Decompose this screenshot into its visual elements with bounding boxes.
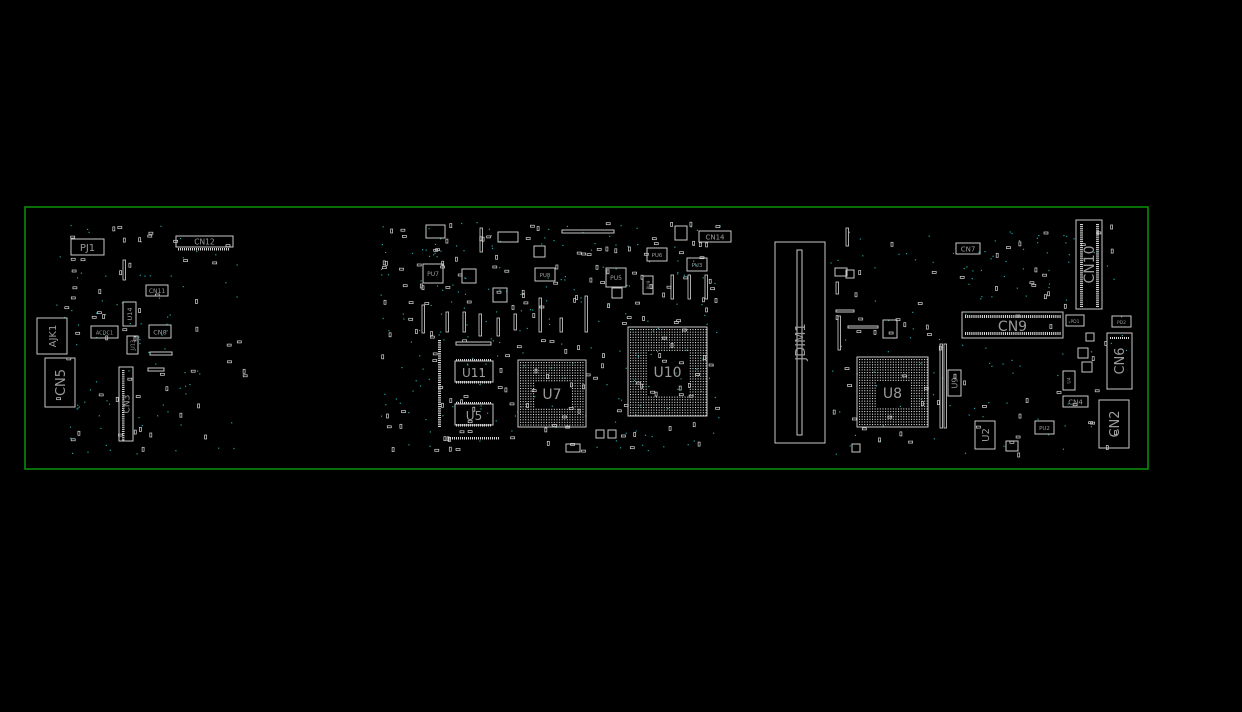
label-jdim1: JDIM1 [794,323,809,361]
component-cn10[interactable]: CN10 [1075,219,1103,310]
label-u11: U11 [462,366,486,380]
label-pu6: PU6 [652,253,663,259]
label-cn4: CN4 [1068,399,1083,407]
label-cn7: CN7 [961,246,976,254]
component-cn14[interactable]: CN14 [698,230,732,243]
component-u5[interactable]: U5 [454,403,494,426]
label-pu3: PU3 [692,263,703,269]
component-u10[interactable]: U10 [627,326,708,417]
label-pu9: PU9 [646,280,652,289]
label-cn6: CN6 [1113,347,1128,374]
component-ajk1[interactable]: AJK1 [36,317,68,355]
component-pu9[interactable]: PU9 [642,275,654,295]
component-pu5[interactable]: PU5 [605,267,627,288]
component-pu7[interactable]: PU7 [422,263,444,284]
component-pd2[interactable]: PD2 [1111,315,1132,328]
component-cn4[interactable]: CN4 [1062,395,1089,408]
component-u9[interactable]: U9 [947,369,962,397]
component-jdim1[interactable]: JDIM1 [774,241,826,444]
label-u13: U13 [131,340,137,350]
misc-silkscreen [147,224,1095,453]
component-cn5[interactable]: CN5 [44,357,76,408]
label-pj1: PJ1 [80,243,95,254]
component-pu3[interactable]: PU3 [686,257,708,272]
label-cn14: CN14 [705,234,725,242]
label-cn5: CN5 [54,369,69,396]
label-pu7: PU7 [427,271,439,278]
label-cn2: CN2 [1108,410,1123,437]
component-pj1[interactable]: PJ1 [70,238,105,256]
component-cn8[interactable]: CN8 [148,324,172,339]
component-cn2[interactable]: CN2 [1098,399,1130,449]
label-u8: U8 [883,386,902,402]
label-pu8: PU8 [540,273,551,279]
component-cn7[interactable]: CN7 [955,242,981,255]
component-acdc1[interactable]: ACDC1 [90,325,119,339]
label-u14: U14 [126,307,134,320]
label-cn10: CN10 [1082,245,1098,283]
label-pd2: PD2 [1117,320,1126,326]
label-pu5: PU5 [610,275,622,282]
component-u4[interactable]: U4 [1062,370,1076,391]
label-cn9: CN9 [998,319,1027,335]
label-u7: U7 [542,387,561,403]
component-pu6[interactable]: PU6 [646,247,668,262]
component-u7[interactable]: U7 [517,359,587,428]
label-acdc1: ACDC1 [96,331,113,337]
label-cn11: CN11 [149,288,165,295]
label-u4: U4 [1067,377,1073,383]
component-u8[interactable]: U8 [856,356,929,428]
component-pu2[interactable]: PU2 [1034,420,1055,435]
label-u5: U5 [466,409,482,423]
component-cn11[interactable]: CN11 [145,284,169,297]
component-cn6[interactable]: CN6 [1106,332,1133,390]
label-pd1: PD1 [1070,319,1079,325]
bga-layer [520,329,928,426]
silkscreen-layer: PJ1 CN12 CN11 U14 AJK1 ACDC1 U13 CN8 [36,219,1133,453]
component-u11[interactable]: U11 [454,360,494,383]
component-pd1[interactable]: PD1 [1065,314,1085,327]
label-u2: U2 [981,428,992,442]
label-cn3: CN3 [123,395,133,414]
component-u13[interactable]: U13 [126,335,139,355]
board-outline [24,206,1149,470]
label-cn8: CN8 [153,329,167,337]
component-u14[interactable]: U14 [122,301,137,327]
label-u10: U10 [653,365,681,381]
label-cn12: CN12 [194,238,215,247]
component-cn3[interactable]: CN3 [118,366,134,442]
label-u9: U9 [951,378,960,389]
component-cn9[interactable]: CN9 [961,311,1064,339]
component-cn12[interactable]: CN12 [175,235,234,248]
label-pu2: PU2 [1039,426,1050,432]
component-pu8[interactable]: PU8 [534,267,556,282]
via-layer [56,222,1128,455]
label-ajk1: AJK1 [48,325,59,348]
component-u2[interactable]: U2 [974,420,996,450]
